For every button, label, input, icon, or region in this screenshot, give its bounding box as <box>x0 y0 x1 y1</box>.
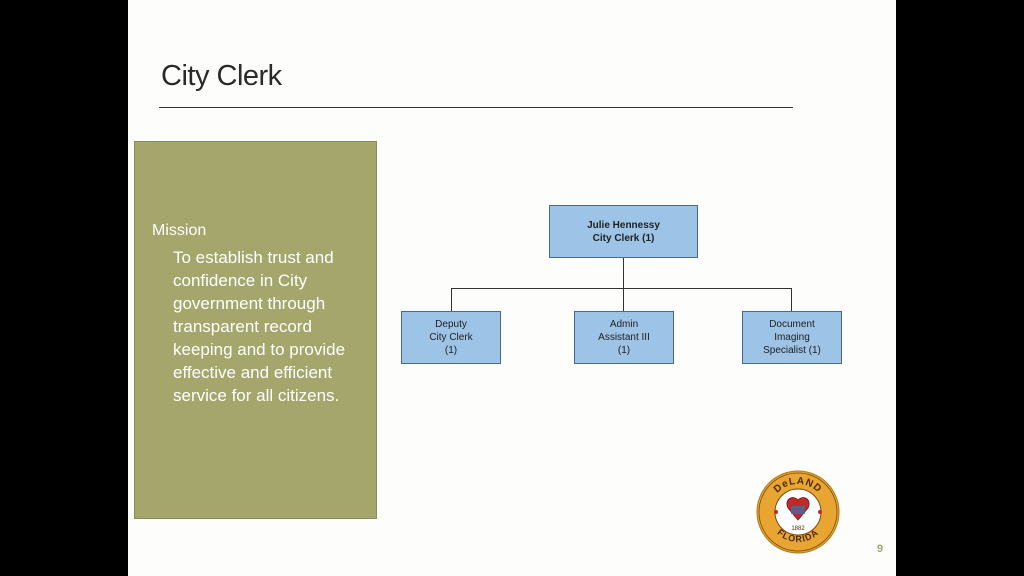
mission-panel: Mission To establish trust and confidenc… <box>134 141 377 519</box>
org-box-deputy-city-clerk: Deputy City Clerk (1) <box>401 311 501 364</box>
org-box-admin-assistant: Admin Assistant III (1) <box>574 311 674 364</box>
slide: City Clerk Mission To establish trust an… <box>128 0 896 576</box>
org-box-document-imaging-specialist: Document Imaging Specialist (1) <box>742 311 842 364</box>
org-box-line: (1) <box>617 345 631 356</box>
org-box-line: (1) <box>444 345 458 356</box>
org-connector-horizontal <box>451 288 792 289</box>
org-box-role: City Clerk (1) <box>592 232 655 244</box>
org-box-line: City Clerk <box>429 332 473 343</box>
org-box-line: Assistant III <box>598 332 650 343</box>
org-box-line: Deputy <box>435 319 467 330</box>
mission-statement: To establish trust and confidence in Cit… <box>173 248 346 405</box>
slide-title: City Clerk <box>161 60 282 92</box>
title-divider <box>159 107 793 108</box>
deland-seal-logo: DeLAND FLORIDA 1882 <box>756 470 840 554</box>
mission-heading: Mission <box>152 222 207 239</box>
org-box-line: Admin <box>609 319 639 330</box>
org-box-city-clerk: Julie Hennessy City Clerk (1) <box>549 205 698 258</box>
org-connector-left <box>451 288 452 311</box>
seal-year: 1882 <box>791 526 805 532</box>
org-box-name: Julie Hennessy <box>587 219 660 231</box>
page-number: 9 <box>877 543 884 555</box>
org-connector-right <box>791 288 792 311</box>
org-connector-vertical-main <box>623 258 624 311</box>
org-box-line: Imaging <box>774 332 810 343</box>
org-box-line: Specialist (1) <box>763 345 821 356</box>
org-box-line: Document <box>769 319 815 330</box>
